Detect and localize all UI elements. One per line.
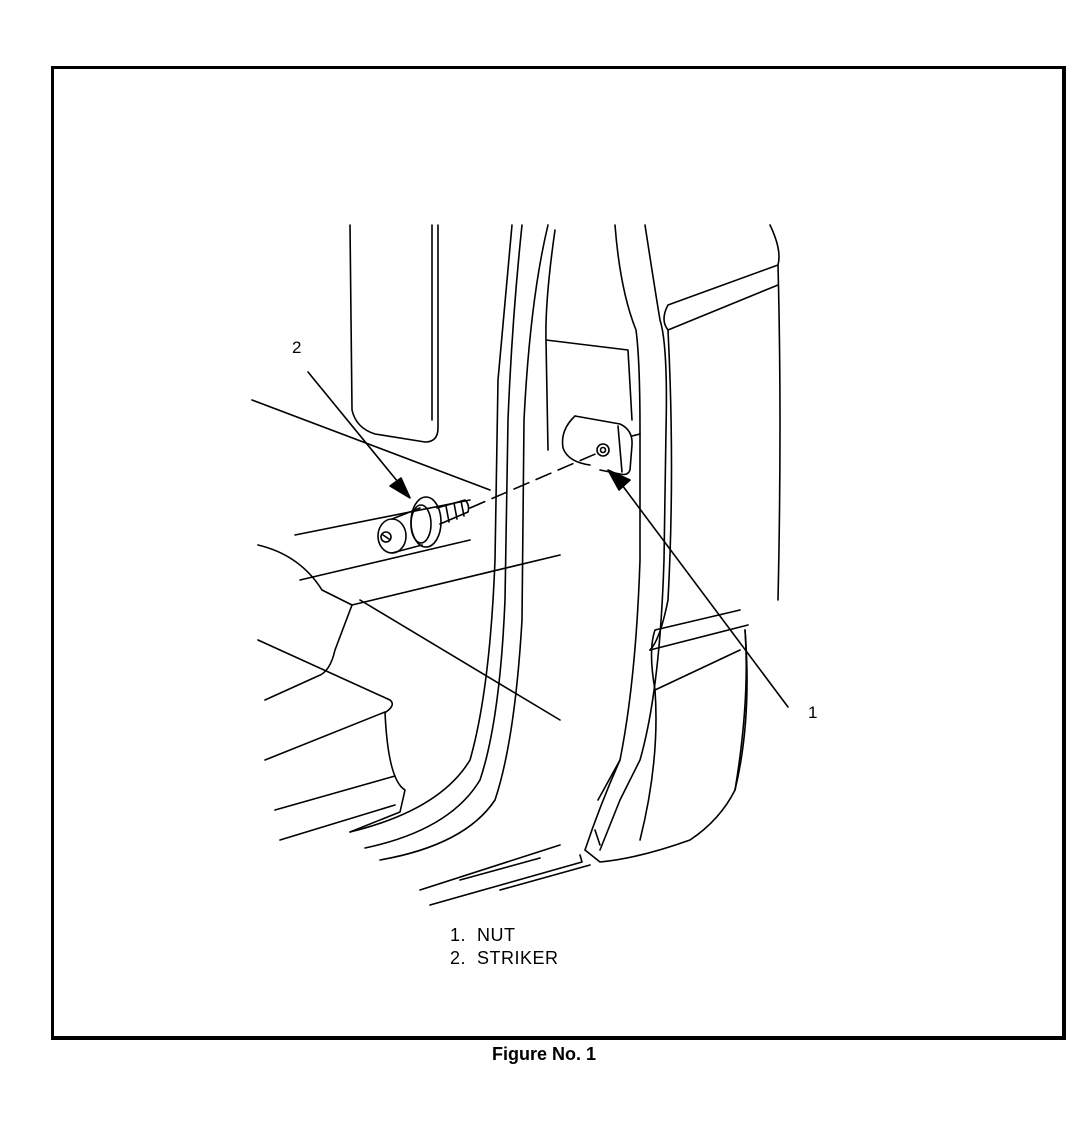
figure-caption: Figure No. 1 — [491, 1044, 596, 1064]
door-panel — [251, 224, 561, 841]
legend-item: 1. NUT — [450, 924, 559, 947]
leader-arrow-2 — [307, 371, 411, 499]
callout-2: 2 — [292, 338, 302, 357]
legend-label: NUT — [477, 925, 516, 945]
leader-arrow-1 — [607, 469, 789, 708]
legend-number: 2. — [450, 948, 467, 968]
callout-1: 1 — [808, 703, 818, 722]
alignment-line — [469, 451, 601, 509]
body-panel — [639, 224, 781, 841]
parts-legend: 1. NUT 2. STRIKER — [450, 924, 559, 970]
door-pillar — [349, 224, 748, 906]
legend-number: 1. — [450, 925, 467, 945]
nut-bracket — [561, 415, 641, 476]
figure-frame — [51, 66, 1066, 1040]
striker-bolt — [377, 496, 470, 554]
legend-item: 2. STRIKER — [450, 947, 559, 970]
legend-label: STRIKER — [477, 948, 559, 968]
